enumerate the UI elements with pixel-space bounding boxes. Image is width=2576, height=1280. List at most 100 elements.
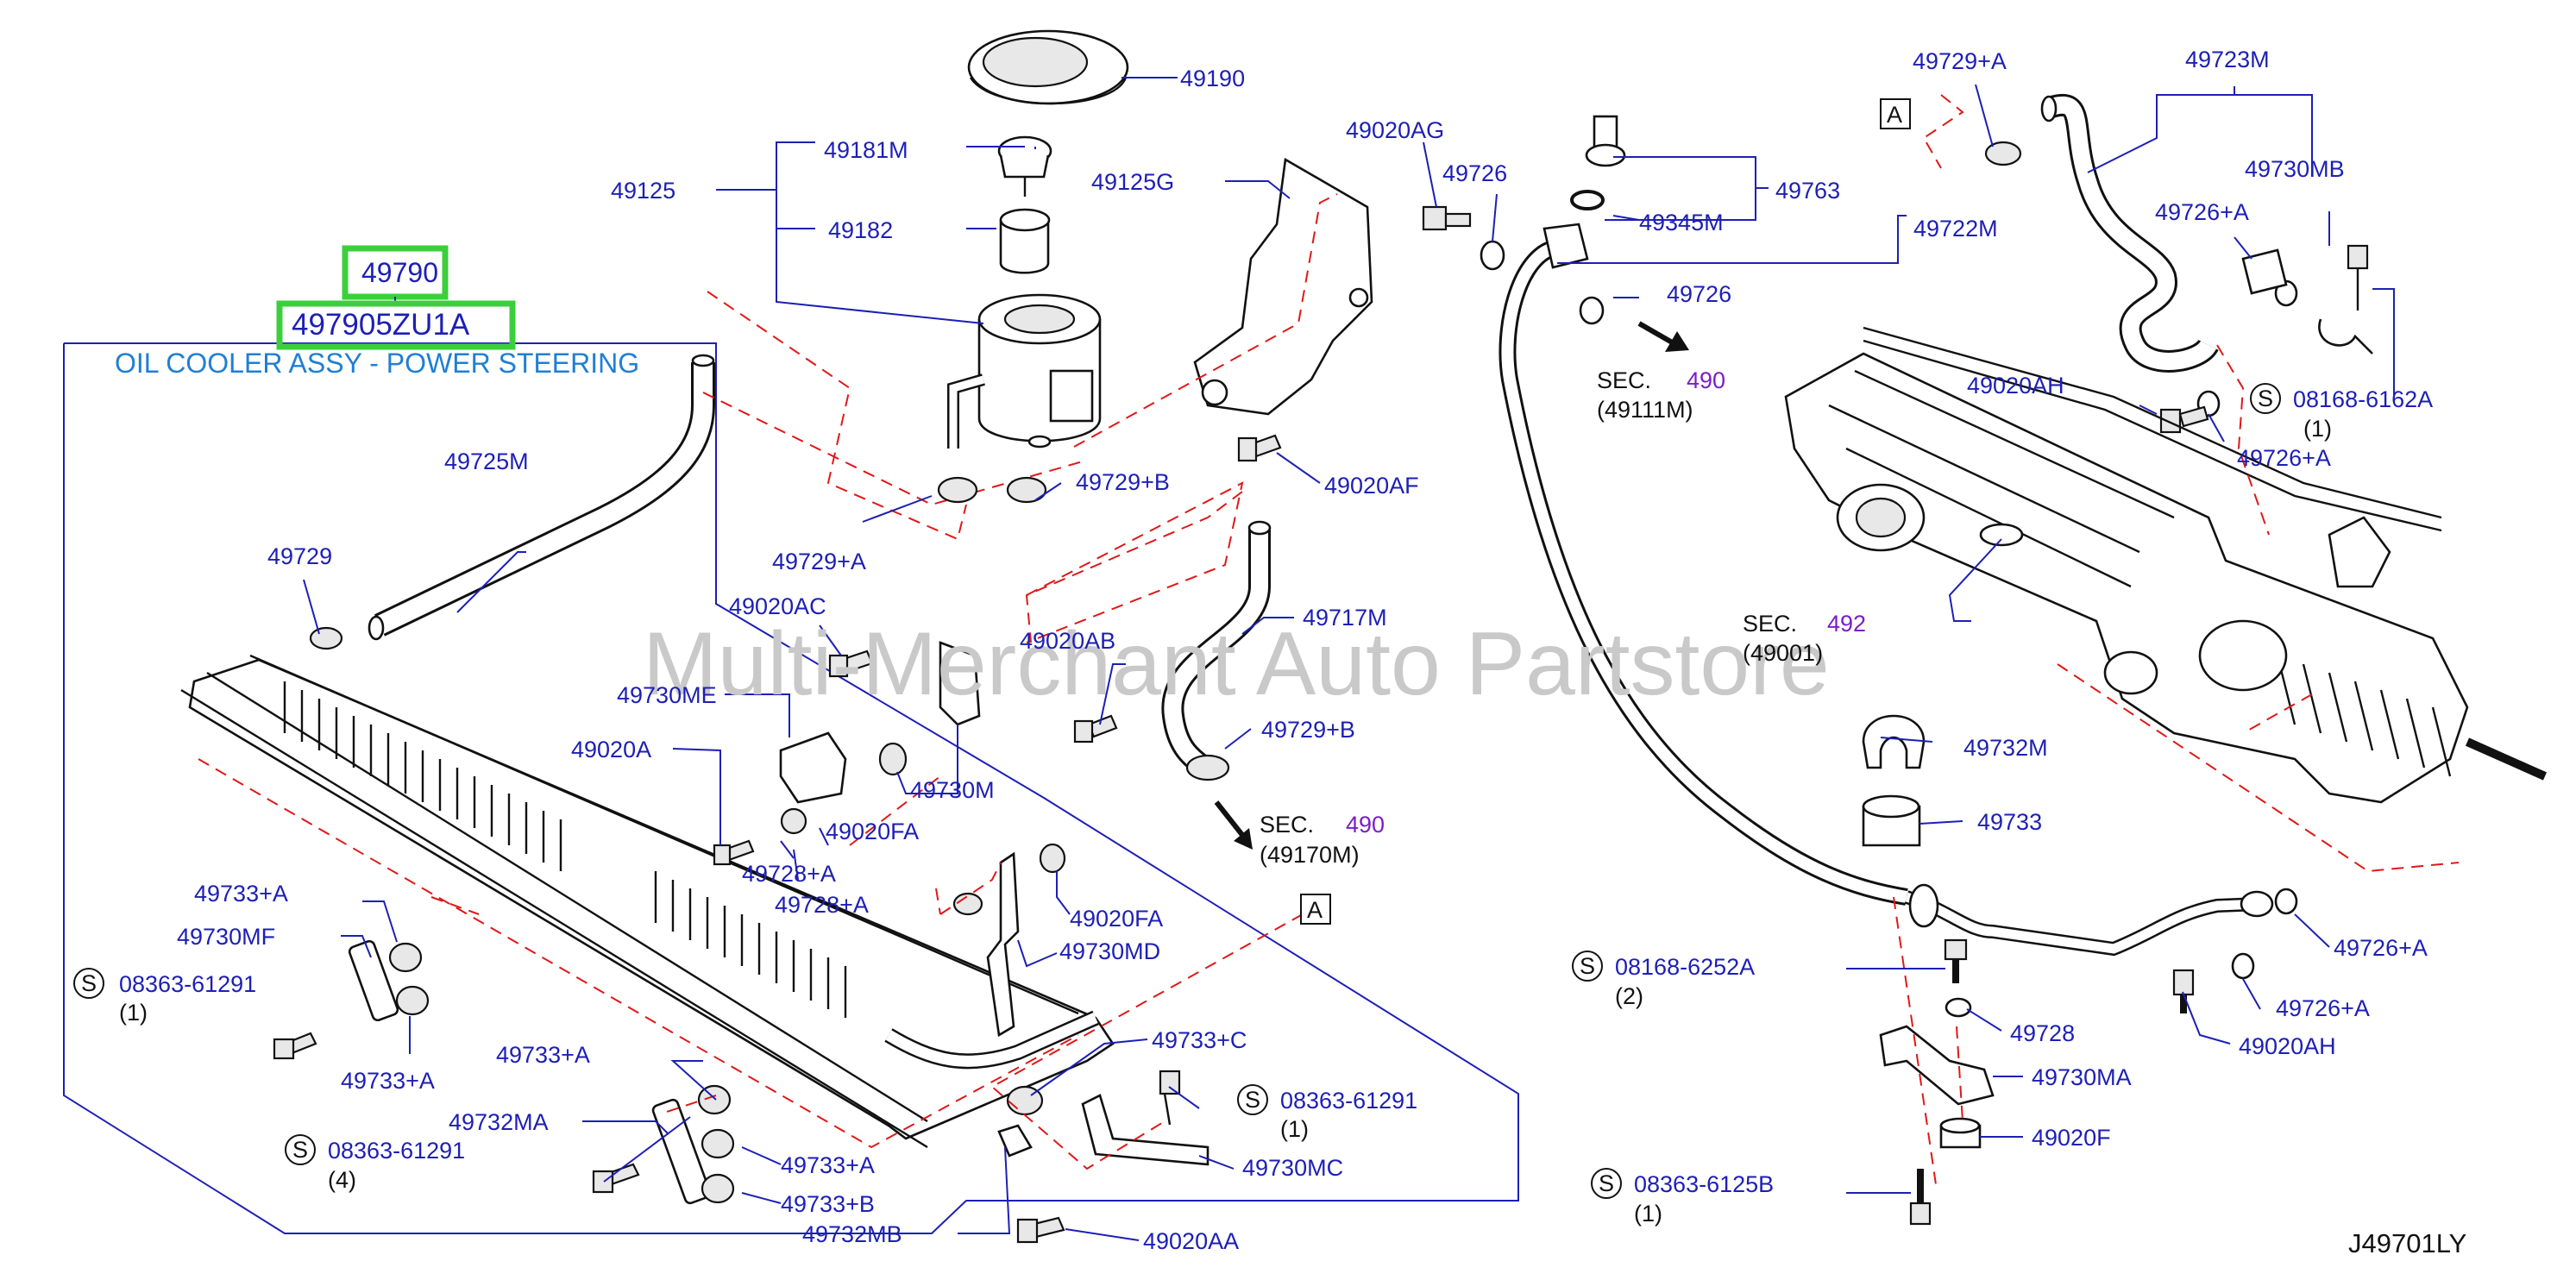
label-49733a-2[interactable]: 49733+A <box>341 1068 435 1094</box>
label-49020aa[interactable]: 49020AA <box>1143 1228 1239 1254</box>
label-49730me[interactable]: 49730ME <box>617 682 717 708</box>
label-49763[interactable]: 49763 <box>1775 178 1840 204</box>
bolt-49020ah-top <box>2159 405 2209 434</box>
clamp-49732m <box>1862 714 1926 769</box>
boot-bellows <box>2276 655 2452 777</box>
label-49345m[interactable]: 49345M <box>1639 210 1724 235</box>
highlighted-part-number[interactable]: 49790 <box>361 257 438 288</box>
label-49732mb[interactable]: 49732MB <box>802 1221 902 1247</box>
label-49730ma[interactable]: 49730MA <box>2032 1064 2132 1090</box>
std-symbol-2 <box>285 1134 316 1165</box>
label-49729a-2[interactable]: 49729+A <box>772 549 866 574</box>
label-49125g[interactable]: 49125G <box>1091 169 1174 195</box>
sec-ref-3-number[interactable]: 492 <box>1827 611 1866 637</box>
label-49020ab[interactable]: 49020AB <box>1020 628 1115 654</box>
label-49717m[interactable]: 49717M <box>1303 605 1387 631</box>
std-part-4-number[interactable]: 08168-6252A <box>1615 954 1755 980</box>
std-part-2-qty: (4) <box>328 1167 356 1193</box>
svg-text:S: S <box>292 1137 308 1163</box>
label-49728a-1[interactable]: 49728+A <box>742 861 836 887</box>
label-49733a-4[interactable]: 49733+A <box>781 1152 875 1178</box>
label-49730mf[interactable]: 49730MF <box>177 924 275 950</box>
reservoir-body-49125 <box>947 293 1102 449</box>
label-49020fa-2[interactable]: 49020FA <box>1070 906 1163 932</box>
bolt-08168 <box>1944 938 1968 983</box>
highlighted-part-description: OIL COOLER ASSY - POWER STEERING <box>115 348 639 379</box>
cooler-fins <box>283 681 847 1018</box>
ref-letter-a-bottom: A <box>1307 897 1323 923</box>
std-symbol-6 <box>2250 383 2281 414</box>
label-49726a-1[interactable]: 49726+A <box>2155 199 2249 225</box>
hose-49717m <box>1161 520 1272 772</box>
std-part-6-qty: (1) <box>2303 416 2332 442</box>
label-49729[interactable]: 49729 <box>267 543 332 569</box>
label-49182[interactable]: 49182 <box>828 217 893 243</box>
reservoir-filter-49182 <box>999 208 1051 274</box>
reservoir-cap-49181m <box>997 135 1052 197</box>
label-49729b-2[interactable]: 49729+B <box>1261 717 1355 743</box>
label-49730m[interactable]: 49730M <box>910 777 995 803</box>
part-labels: 49190 49181M 49125 49182 49125G 49020AG … <box>177 47 2428 1254</box>
bolt-49020ag <box>1422 205 1472 231</box>
label-49732ma[interactable]: 49732MA <box>449 1109 549 1135</box>
std-part-2-number[interactable]: 08363-61291 <box>328 1138 465 1164</box>
label-49728[interactable]: 49728 <box>2010 1020 2075 1046</box>
std-part-1-number[interactable]: 08363-61291 <box>119 971 256 997</box>
label-49728a-2[interactable]: 49728+A <box>775 892 869 918</box>
bracket-49125g <box>1193 157 1373 416</box>
label-49020f[interactable]: 49020F <box>2032 1125 2111 1151</box>
label-49730mb[interactable]: 49730MB <box>2245 156 2345 182</box>
label-49729b-1[interactable]: 49729+B <box>1076 469 1170 495</box>
cooler-mount-center <box>592 1084 735 1205</box>
ref-letter-a-top: A <box>1887 102 1902 128</box>
assembly-guide-lines-left <box>198 291 1304 1170</box>
label-49722m[interactable]: 49722M <box>1913 216 1998 242</box>
label-49181m[interactable]: 49181M <box>824 137 908 163</box>
label-49733[interactable]: 49733 <box>1977 809 2042 835</box>
label-49726a-4[interactable]: 49726+A <box>2276 995 2370 1021</box>
label-49723m[interactable]: 49723M <box>2185 47 2270 72</box>
label-49020ag[interactable]: 49020AG <box>1346 117 1444 143</box>
label-49726a-2[interactable]: 49726+A <box>2237 445 2331 471</box>
label-49733c[interactable]: 49733+C <box>1152 1027 1247 1053</box>
bracket-49730me <box>713 731 847 866</box>
label-49729a-top[interactable]: 49729+A <box>1913 48 2007 74</box>
oil-cooler-region-outline <box>63 342 1519 1234</box>
label-49733a-3[interactable]: 49733+A <box>496 1042 590 1068</box>
label-49730mc[interactable]: 49730MC <box>1242 1155 1343 1181</box>
std-symbol-4 <box>1572 951 1603 982</box>
standard-parts: S 08363-61291 (1) S 08363-61291 (4) S 08… <box>73 383 2433 1227</box>
label-49125[interactable]: 49125 <box>611 178 675 204</box>
fitting-49763 <box>1570 115 1626 210</box>
highlighted-oem-number[interactable]: 497905ZU1A <box>292 308 470 342</box>
sec-ref-1-number[interactable]: 490 <box>1687 367 1725 393</box>
svg-text:S: S <box>2258 386 2273 411</box>
label-49733b[interactable]: 49733+B <box>781 1191 875 1217</box>
label-49732m[interactable]: 49732M <box>1963 735 2048 761</box>
std-part-6-number[interactable]: 08168-6162A <box>2293 386 2433 412</box>
label-49726-a[interactable]: 49726 <box>1442 160 1507 186</box>
label-49726a-3[interactable]: 49726+A <box>2334 935 2428 961</box>
label-49020ac[interactable]: 49020AC <box>729 593 826 619</box>
clamp-49729a-top <box>1984 141 2022 166</box>
label-49726-b[interactable]: 49726 <box>1667 281 1731 307</box>
label-49020ah-2[interactable]: 49020AH <box>2239 1033 2336 1059</box>
std-part-5-qty: (1) <box>1634 1201 1662 1227</box>
bracket-49730md <box>952 843 1066 1038</box>
section-references: SEC. 490 (49111M) SEC. 490 (49170M) SEC.… <box>1260 367 1866 868</box>
sec-ref-2-number[interactable]: 490 <box>1346 812 1385 838</box>
label-49733a-1[interactable]: 49733+A <box>194 881 288 907</box>
label-49020af[interactable]: 49020AF <box>1324 473 1419 499</box>
washers-49726 <box>1480 240 2298 980</box>
label-49020a[interactable]: 49020A <box>571 737 651 762</box>
std-part-4-qty: (2) <box>1615 983 1643 1009</box>
std-part-5-number[interactable]: 08363-6125B <box>1634 1171 1774 1197</box>
leader-lines <box>303 77 2395 1241</box>
label-49190[interactable]: 49190 <box>1180 66 1245 91</box>
std-part-3-number[interactable]: 08363-61291 <box>1280 1088 1417 1114</box>
label-49725m[interactable]: 49725M <box>444 449 529 474</box>
label-49020fa-1[interactable]: 49020FA <box>826 819 919 844</box>
label-49730md[interactable]: 49730MD <box>1059 938 1160 964</box>
label-49020ah-1[interactable]: 49020AH <box>1967 373 2064 398</box>
